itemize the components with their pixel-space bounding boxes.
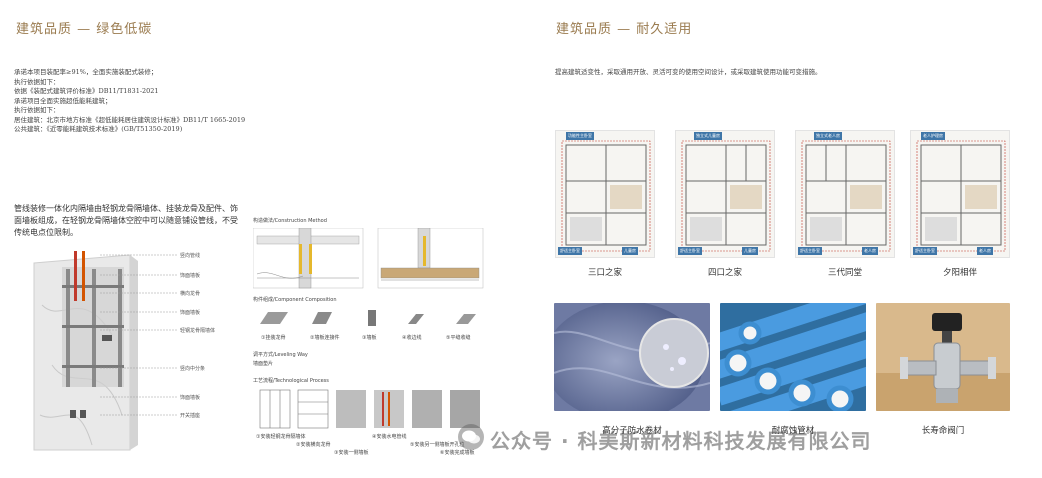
plan-caption: 三口之家 [587, 268, 622, 278]
construction-section-drawings [253, 228, 484, 289]
spec-line: 居住建筑：北京市地方标准《超低能耗居住建筑设计标准》DB11/T 1665-20… [14, 115, 246, 124]
room-tag: 老人房 [977, 247, 993, 255]
component-label: ④收边线 [402, 335, 422, 341]
photo-caption: 高分子防水卷材 [602, 426, 662, 436]
plan-caption: 四口之家 [707, 268, 742, 278]
process-step-label: ③安装一侧墙板 [334, 450, 369, 456]
room-tag: 儿童房 [622, 247, 638, 255]
room-tag: 儿童房 [742, 247, 758, 255]
callout-label: 横向龙骨 [180, 291, 201, 297]
leveling-title: 调平方式/Leveling Way [253, 352, 308, 358]
component-label: ②墙板连接件 [310, 335, 340, 341]
spec-line: 依据《装配式建筑评价标准》DB11/T1831-2021 [14, 87, 159, 95]
callout-leaders [100, 254, 178, 416]
watermark-text: 公众号 · 科美斯新材料科技发展有限公司 [490, 429, 872, 453]
spec-line: 承诺本项目装配率≥91%，全面实施装配式装修； [14, 68, 158, 76]
room-tag: 独立式儿童房 [694, 132, 722, 140]
component-title: 构件组成/Component Composition [253, 297, 337, 303]
room-tag: 独立式老人房 [814, 132, 842, 140]
callout-label: 饰面墙板 [180, 395, 201, 401]
process-step-label: ⑥安装完成墙板 [440, 450, 475, 456]
callout-label: 饰面墙板 [180, 310, 201, 316]
room-tag: 舒适主卧室 [558, 247, 582, 255]
callout-label: 饰面墙板 [180, 273, 201, 279]
spec-list: 承诺本项目装配率≥91%，全面实施装配式装修； 执行依据如下： 依据《装配式建筑… [14, 68, 245, 135]
component-icons [260, 310, 476, 326]
photo-caption: 长寿命阀门 [921, 426, 965, 436]
process-step-drawings [259, 389, 480, 429]
callout-label: 轻钢龙骨隔墙体 [180, 328, 216, 334]
plan-caption: 夕阳相伴 [942, 268, 977, 278]
process-step-label: ⑤安装另一侧墙板开孔位 [410, 442, 465, 448]
spec-line: 承诺项目全面实施超低能耗建筑； [14, 96, 112, 105]
corrosion-resistant-pipe-photo [720, 303, 866, 411]
room-tag: 舒适主卧室 [678, 247, 702, 255]
callout-label: 开关插座 [180, 413, 201, 419]
plan-caption: 三代同堂 [827, 268, 862, 278]
room-tag: 功能性主卧室 [566, 132, 594, 140]
callout-label: 竖向中分条 [180, 366, 206, 372]
floor-plan: 功能性主卧室 舒适主卧室 儿童房 [555, 130, 655, 258]
component-label: ①挂装龙骨 [261, 335, 286, 341]
component-label: ③墙板 [362, 335, 377, 341]
spec-line: 公共建筑：《近零能耗建筑技术标准》(GB/T51350-2019) [14, 125, 183, 133]
room-tag: 舒适主卧室 [798, 247, 822, 255]
left-page-title: 建筑品质 — 绿色低碳 [16, 22, 153, 37]
floor-plan: 老人护理房 舒适主卧室 老人房 [910, 130, 1010, 258]
right-page-title: 建筑品质 — 耐久适用 [556, 22, 693, 37]
callout-label: 竖向管线 [180, 253, 201, 259]
floor-plan: 独立式儿童房 舒适主卧室 儿童房 [675, 130, 775, 258]
waterproof-membrane-photo [554, 303, 710, 411]
spec-line: 执行依据如下： [14, 77, 60, 86]
process-step-label: ④安装水电管线 [372, 434, 407, 440]
spec-line: 执行依据如下： [14, 106, 60, 114]
long-life-valve-photo [876, 303, 1010, 411]
process-step-label: ②安装横向龙骨 [296, 442, 331, 448]
process-title: 工艺流程/Technological Process [253, 378, 329, 384]
wechat-icon [458, 424, 484, 450]
room-tag: 舒适主卧室 [913, 247, 937, 255]
durability-intro: 提高建筑适变性，采取通用开放、灵活可变的使用空间设计，或采取建筑使用功能可变措施… [555, 68, 822, 76]
process-step-label: ①安装轻钢龙骨隔墙体 [256, 434, 306, 440]
wall-description: 管线装修一体化内隔墙由轻钢龙骨隔墙体、挂装龙骨及配件、饰面墙板组成，在轻钢龙骨隔… [14, 204, 238, 237]
leveling-value: 墙面垫片 [253, 361, 274, 367]
floor-plan: 独立式老人房 舒适主卧室 老人房 [795, 130, 895, 258]
photo-caption: 耐腐蚀管材 [771, 426, 815, 436]
construction-method-title: 构造做法/Construction Method [253, 218, 327, 224]
component-label: ⑤平缝收缝 [446, 335, 471, 341]
room-tag: 老人护理房 [921, 132, 945, 140]
wall-system-illustration [33, 251, 138, 451]
room-tag: 老人房 [862, 247, 878, 255]
